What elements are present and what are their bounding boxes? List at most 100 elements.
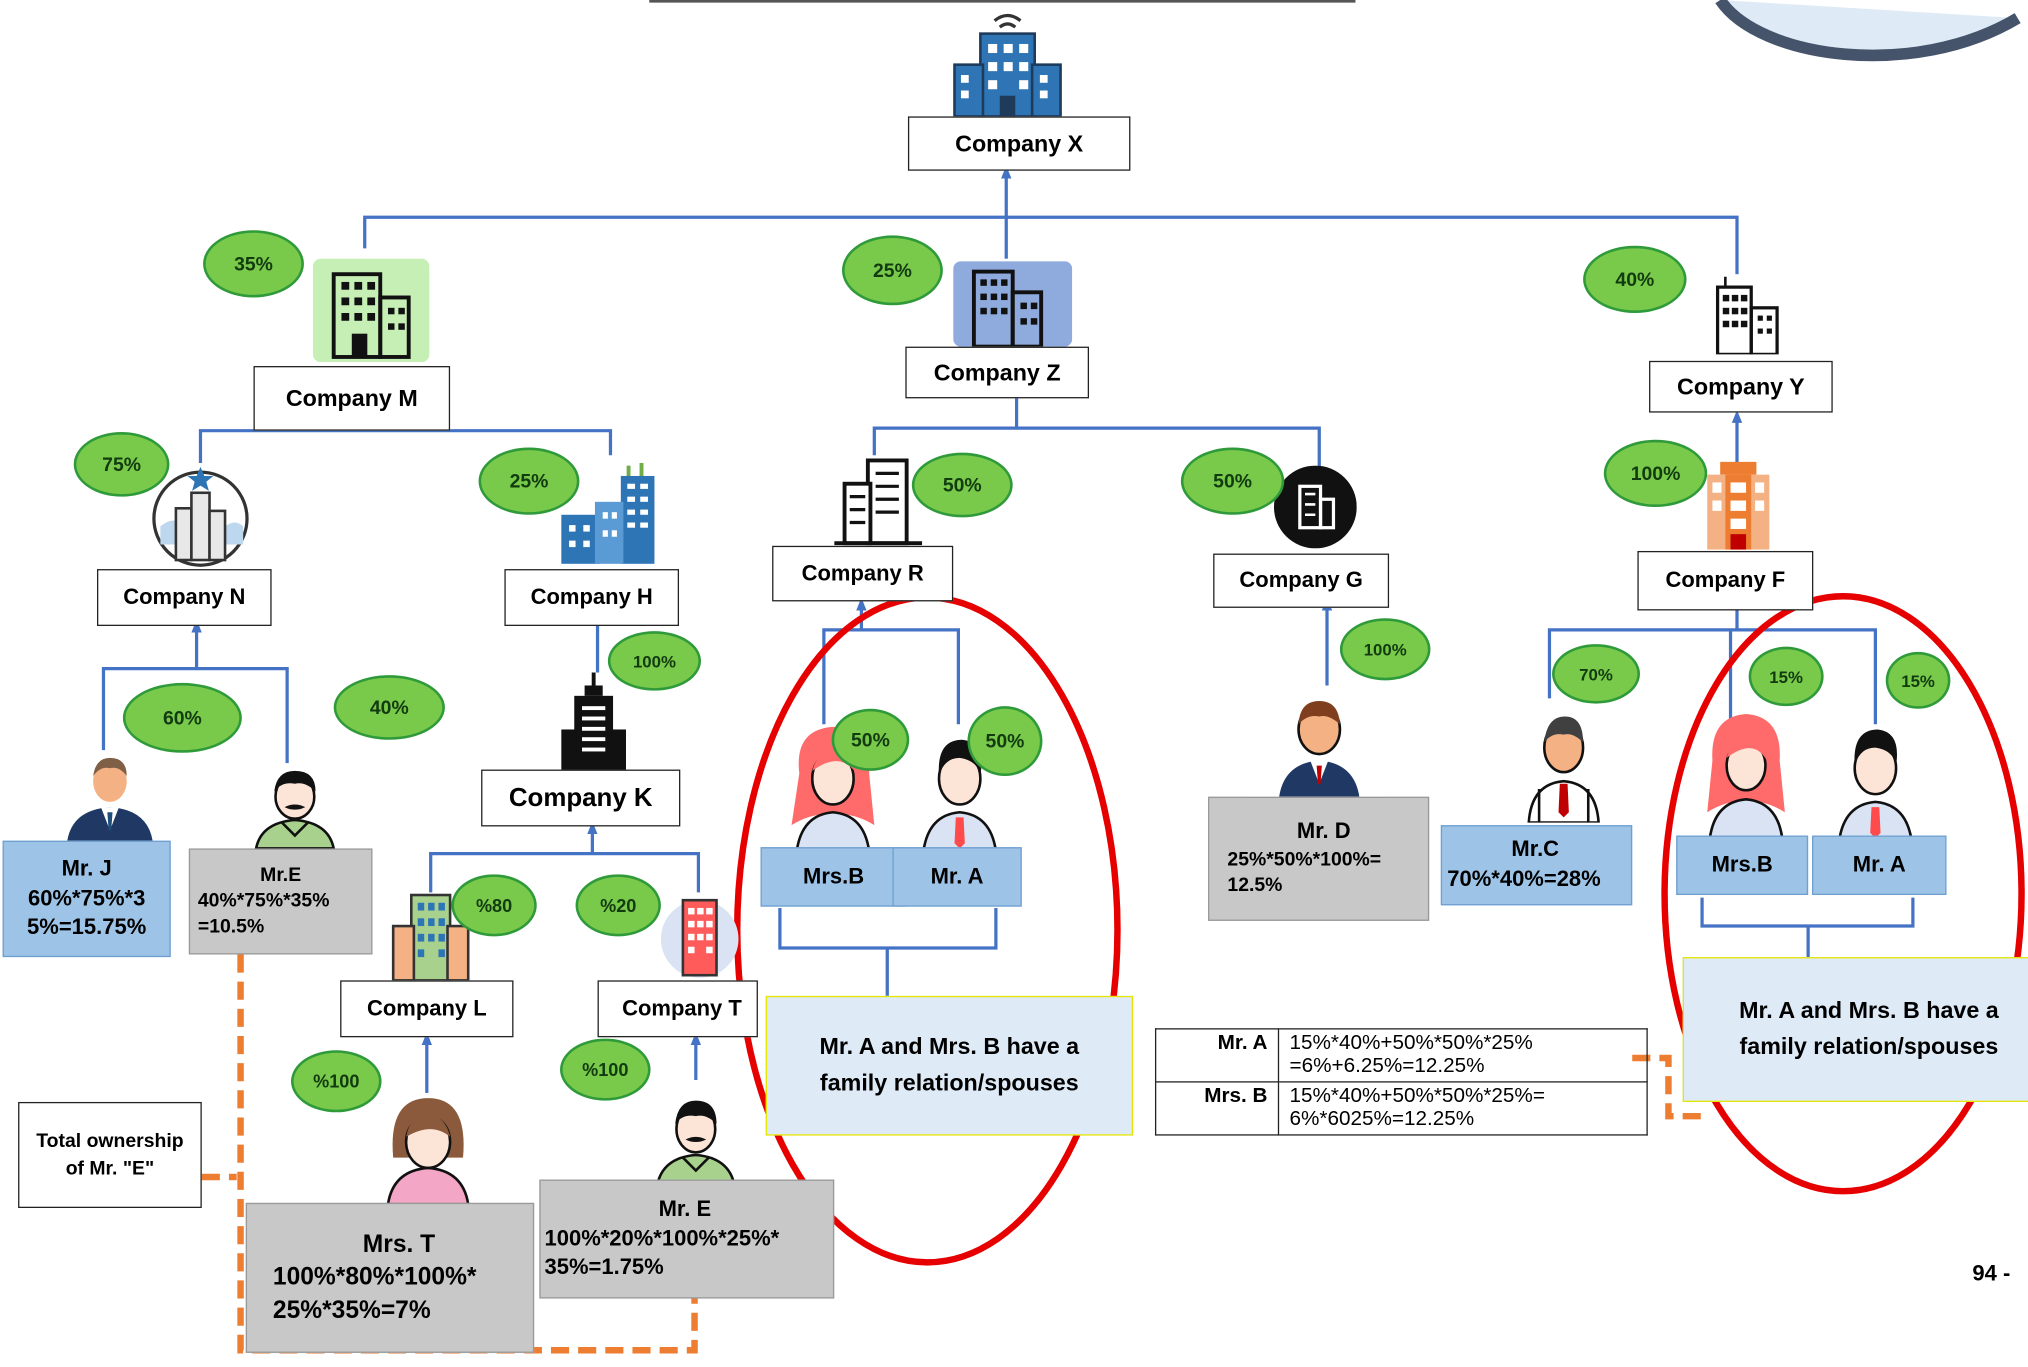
company-l-building-icon	[388, 890, 473, 981]
total-ownership-e-note: Total ownership of Mr. "E"	[18, 1101, 202, 1209]
company-y-box: Company Y	[1649, 360, 1833, 413]
pct-k-to-h: 100%	[607, 631, 702, 691]
mr-d-result: Mr. D 25%*50%*100%= 12.5%	[1208, 796, 1430, 921]
calc-line: 6%*6025%=12.25%	[1289, 1108, 1475, 1131]
calc-formula: 15%*40%+50%*50%*25%=6%+6.25%=12.25%	[1277, 1028, 1648, 1083]
calc-line: 15%*40%+50%*50%*25%	[1289, 1032, 1533, 1055]
company-y-building-icon	[1696, 274, 1798, 355]
table-row: Mrs. B 15%*40%+50%*50%*25%=6%*6025%=12.2…	[1154, 1081, 1648, 1136]
pct-label: 35%	[234, 252, 273, 275]
company-g-box: Company G	[1213, 553, 1390, 608]
person-name: Mrs. T	[362, 1230, 436, 1258]
pct-f-to-y: 100%	[1603, 439, 1708, 508]
company-t-label: Company T	[622, 995, 742, 1021]
pct-label: 75%	[102, 453, 141, 476]
mr-a-man-icon-left	[921, 724, 999, 852]
pct-label: 100%	[632, 651, 676, 671]
pct-label: %100	[582, 1059, 629, 1080]
company-x-box: Company X	[907, 116, 1131, 171]
company-r-label: Company R	[801, 560, 924, 586]
person-name: Mrs.B	[803, 863, 865, 889]
mrs-b-label-right: Mrs.B	[1676, 835, 1809, 896]
pct-t-to-k: %20	[575, 874, 661, 937]
mr-c-result: Mr.C 70%*40%=28%	[1440, 825, 1633, 906]
pct-d-to-g: 100%	[1339, 618, 1431, 681]
company-r-box: Company R	[772, 545, 954, 602]
pct-m-to-x: 35%	[203, 230, 304, 298]
person-calc: 35%=1.75%	[544, 1255, 664, 1280]
mr-e-man-icon	[237, 763, 352, 849]
highlight-circle-left	[733, 594, 1121, 1266]
person-name: Mr. D	[1296, 819, 1351, 844]
mr-e-result-bottom: Mr. E 100%*20%*100%*25%* 35%=1.75%	[539, 1179, 835, 1299]
person-name: Mr.C	[1511, 836, 1560, 862]
pct-r-to-z: 50%	[911, 452, 1013, 518]
pct-a-to-f: 15%	[1885, 651, 1951, 709]
person-calc: 25%*35%=7%	[272, 1297, 431, 1325]
pct-label: 15%	[1901, 670, 1935, 691]
table-row: Mr. A 15%*40%+50%*50%*25%=6%+6.25%=12.25…	[1154, 1028, 1648, 1083]
pct-label: 60%	[162, 706, 202, 729]
person-calc: 12.5%	[1227, 874, 1283, 897]
person-calc: 5%=15.75%	[27, 915, 147, 940]
calc-line: =6%+6.25%=12.25%	[1289, 1055, 1485, 1078]
pct-label: 50%	[851, 728, 890, 751]
company-g-label: Company G	[1239, 567, 1363, 593]
mrs-b-label-left: Mrs.B	[760, 847, 907, 907]
pct-n-to-m: 75%	[73, 431, 170, 497]
total-ownership-text: Total ownership of Mr. "E"	[36, 1130, 184, 1180]
family-relation-note-left: Mr. A and Mrs. B have a family relation/…	[765, 995, 1133, 1136]
mr-d-businessman-icon	[1245, 685, 1393, 797]
company-t-box: Company T	[597, 980, 758, 1038]
company-z-building-icon	[953, 261, 1073, 347]
mrs-t-result: Mrs. T 100%*80%*100%* 25%*35%=7%	[245, 1202, 535, 1353]
person-name: Mr. A	[930, 863, 984, 889]
company-l-label: Company L	[366, 995, 487, 1021]
person-name: Mr.E	[260, 863, 302, 886]
pct-label: 100%	[1363, 639, 1407, 659]
company-y-label: Company Y	[1677, 373, 1805, 400]
mr-a-man-icon-right	[1837, 714, 1915, 841]
family-relation-note-right: Mr. A and Mrs. B have a family relation/…	[1682, 957, 2028, 1102]
mr-j-businessman-icon	[65, 753, 156, 841]
company-n-skyscraper-icon	[150, 462, 251, 568]
company-z-box: Company Z	[905, 346, 1090, 399]
pct-label: 100%	[1630, 462, 1681, 485]
company-g-building-icon	[1273, 465, 1357, 549]
person-name: Mr. A	[1852, 852, 1906, 877]
pct-label: 40%	[1615, 268, 1655, 291]
pct-label: 40%	[369, 696, 409, 719]
company-m-box: Company M	[253, 366, 451, 431]
calc-line: 15%*40%+50%*50%*25%=	[1289, 1085, 1545, 1108]
mr-e-result-top: Mr.E 40%*75%*35% =10.5%	[188, 848, 373, 955]
pct-e-to-n: 40%	[333, 675, 445, 740]
company-h-box: Company H	[504, 569, 680, 626]
pct-label: 50%	[985, 730, 1025, 753]
pct-c-to-f: 70%	[1552, 644, 1640, 704]
company-k-label: Company K	[508, 783, 653, 812]
mrs-b-woman-icon-right	[1705, 709, 1788, 839]
pct-label: 50%	[1213, 470, 1253, 493]
pct-b-to-r: 50%	[831, 708, 910, 771]
pct-label: 50%	[942, 474, 982, 497]
page-number: 94 -	[1972, 1257, 2028, 1291]
mr-c-businessman-icon	[1495, 698, 1633, 823]
person-calc: 100%*80%*100%*	[272, 1263, 477, 1292]
company-r-skyscraper-icon	[834, 455, 923, 546]
pct-a-to-r: 50%	[967, 706, 1043, 777]
mr-a-label-right: Mr. A	[1812, 835, 1947, 896]
calc-formula: 15%*40%+50%*50%*25%=6%*6025%=12.25%	[1277, 1081, 1648, 1136]
pct-label: 70%	[1579, 664, 1613, 684]
pct-label: %80	[475, 895, 513, 916]
pct-label: %20	[600, 895, 637, 916]
person-calc: 70%*40%=28%	[1447, 866, 1601, 892]
company-f-building-icon	[1702, 461, 1774, 550]
company-t-building-icon	[660, 892, 740, 978]
company-m-label: Company M	[285, 384, 418, 411]
company-x-label: Company X	[955, 129, 1084, 156]
pct-label: %100	[313, 1070, 360, 1092]
pct-label: 25%	[509, 470, 549, 493]
mr-e-man-icon-bottom	[633, 1092, 758, 1187]
